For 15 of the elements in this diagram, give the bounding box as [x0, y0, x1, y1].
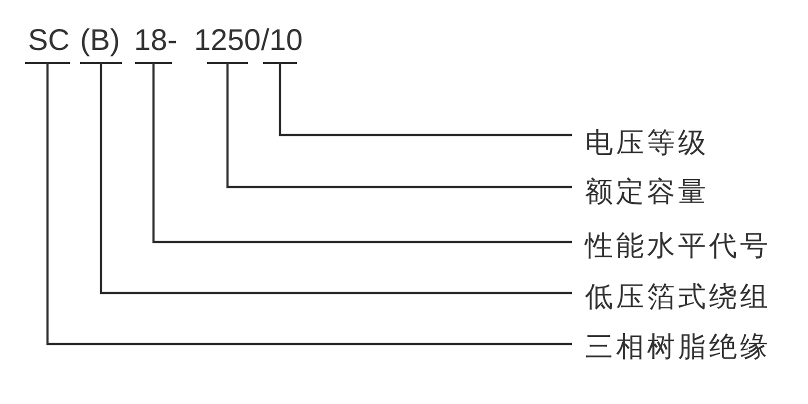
meaning-label: 低压箔式绕组 [572, 280, 771, 314]
meaning-label: 额定容量 [572, 175, 709, 209]
meaning-label: 性能水平代号 [572, 229, 771, 263]
leader-line [226, 64, 572, 188]
model-code-segment: SC [25, 26, 70, 64]
model-code-segment: 18- [134, 26, 178, 64]
meaning-label: 三相树脂绝缘 [572, 330, 771, 364]
model-code-segment: 1250 [194, 26, 261, 64]
leader-line [100, 64, 572, 294]
leader-line [278, 64, 572, 136]
leader-line [46, 64, 572, 346]
model-code-segment: /10 [261, 26, 303, 64]
meaning-label: 电压等级 [572, 126, 709, 160]
leader-line [152, 64, 572, 244]
model-code-segment: (B) [80, 26, 122, 64]
